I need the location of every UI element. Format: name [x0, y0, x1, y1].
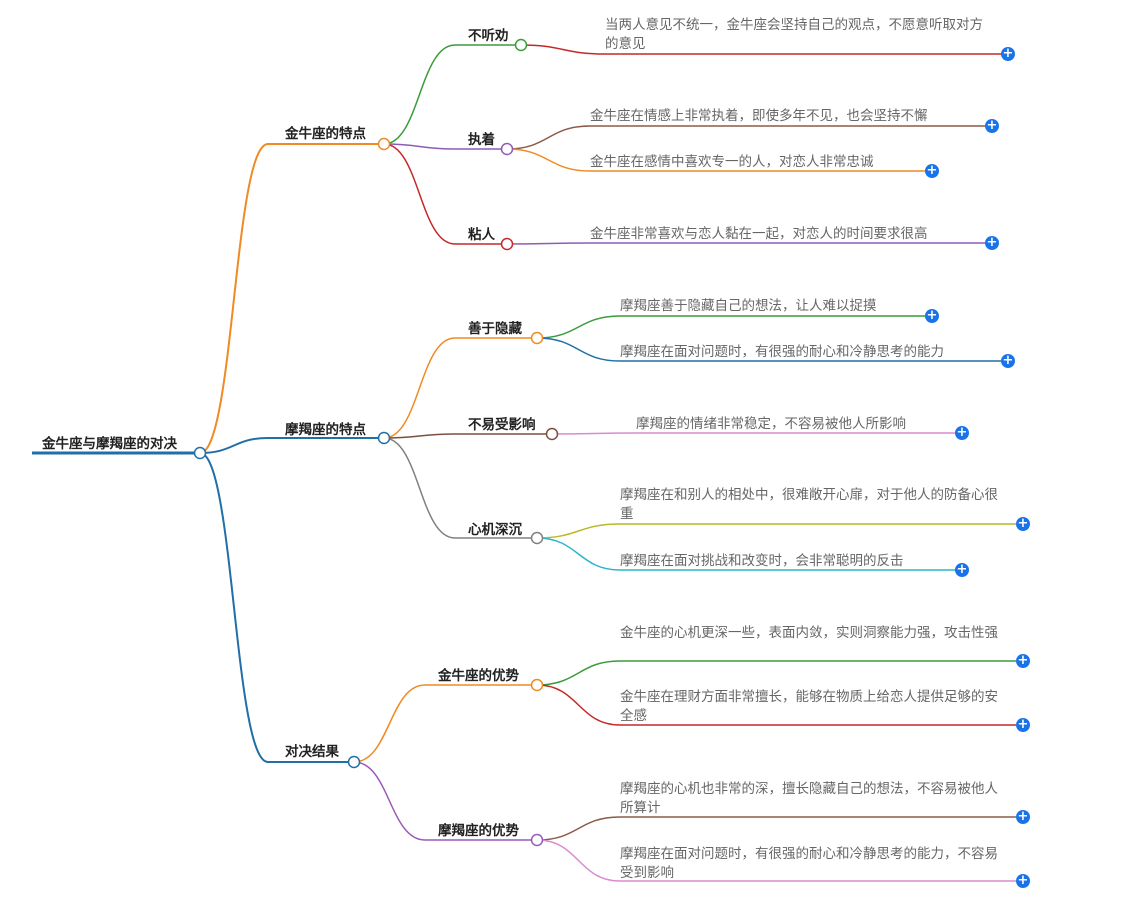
node-label[interactable]: 不易受影响 — [468, 417, 536, 433]
node-label[interactable]: 不听劝 — [468, 28, 509, 44]
connector-line — [551, 432, 637, 435]
node-circle — [193, 446, 207, 460]
connector-line — [199, 437, 269, 454]
expand-plus-icon[interactable]: + — [955, 562, 969, 577]
node-circle — [530, 331, 544, 345]
node-label[interactable]: 心机深沉 — [468, 522, 522, 538]
leaf-text: 摩羯座在和别人的相处中，很难敞开心扉，对于他人的防备心很重 — [620, 487, 998, 522]
expand-plus-icon[interactable]: + — [1016, 717, 1030, 732]
leaf-text: 金牛座的心机更深一些，表面内敛，实则洞察能力强，攻击性强 — [620, 625, 998, 641]
expand-plus-icon[interactable]: + — [985, 235, 999, 250]
leaf-text: 金牛座非常喜欢与恋人黏在一起，对恋人的时间要求很高 — [590, 226, 928, 242]
node-circle — [514, 38, 528, 52]
connector-line — [199, 452, 269, 763]
connector-line — [536, 523, 621, 539]
node-circle — [545, 427, 559, 441]
leaf-text: 金牛座在感情中喜欢专一的人，对恋人非常忠诚 — [590, 154, 874, 170]
node-circle — [530, 678, 544, 692]
node-circle — [530, 833, 544, 847]
node-label[interactable]: 粘人 — [468, 227, 495, 243]
connector-line — [506, 125, 591, 150]
connector-line — [383, 337, 456, 439]
leaf-text: 摩羯座在面对问题时，有很强的耐心和冷静思考的能力，不容易受到影响 — [620, 846, 998, 881]
connector-line — [536, 537, 621, 571]
connector-line — [199, 143, 269, 454]
node-circle — [500, 237, 514, 251]
branch-label-capricorn-traits[interactable]: 摩羯座的特点 — [285, 422, 366, 438]
leaf-text: 摩羯座的心机也非常的深，擅长隐藏自己的想法，不容易被他人所算计 — [620, 781, 998, 816]
connector-line — [353, 684, 426, 763]
leaf-text: 摩羯座善于隐藏自己的想法，让人难以捉摸 — [620, 298, 877, 314]
expand-plus-icon[interactable]: + — [1016, 873, 1030, 888]
leaf-text: 当两人意见不统一，金牛座会坚持自己的观点，不愿意听取对方的意见 — [605, 17, 983, 52]
connector-line — [506, 242, 591, 245]
connector-line — [383, 44, 456, 145]
connector-line — [383, 143, 456, 245]
connector-line — [520, 44, 606, 55]
connector-line — [536, 315, 621, 339]
expand-plus-icon[interactable]: + — [955, 425, 969, 440]
expand-plus-icon[interactable]: + — [1016, 516, 1030, 531]
node-circle — [377, 431, 391, 445]
connector-line — [383, 437, 456, 539]
leaf-text: 金牛座在情感上非常执着，即使多年不见，也会坚持不懈 — [590, 108, 928, 124]
leaf-text: 摩羯座在面对问题时，有很强的耐心和冷静思考的能力 — [620, 344, 944, 360]
expand-plus-icon[interactable]: + — [1016, 653, 1030, 668]
expand-plus-icon[interactable]: + — [925, 308, 939, 323]
connector-line — [383, 143, 456, 150]
leaf-text: 摩羯座在面对挑战和改变时，会非常聪明的反击 — [620, 553, 904, 569]
node-label[interactable]: 执着 — [468, 132, 495, 148]
node-label[interactable]: 摩羯座的优势 — [438, 823, 519, 839]
expand-plus-icon[interactable]: + — [985, 118, 999, 133]
connector-line — [536, 660, 621, 686]
branch-label-taurus-traits[interactable]: 金牛座的特点 — [285, 126, 366, 142]
expand-plus-icon[interactable]: + — [1001, 46, 1015, 61]
connector-line — [536, 839, 621, 882]
connector-line — [353, 761, 426, 841]
expand-plus-icon[interactable]: + — [1001, 353, 1015, 368]
connector-line — [383, 433, 456, 439]
node-circle — [530, 531, 544, 545]
node-circle — [500, 142, 514, 156]
root-label[interactable]: 金牛座与摩羯座的对决 — [42, 436, 177, 452]
leaf-text: 金牛座在理财方面非常擅长，能够在物质上给恋人提供足够的安全感 — [620, 689, 998, 724]
branch-label-result[interactable]: 对决结果 — [285, 744, 339, 760]
node-label[interactable]: 善于隐藏 — [468, 321, 522, 337]
node-circle — [347, 755, 361, 769]
connector-line — [536, 816, 621, 841]
expand-plus-icon[interactable]: + — [1016, 809, 1030, 824]
leaf-text: 摩羯座的情绪非常稳定，不容易被他人所影响 — [636, 416, 906, 432]
connector-line — [536, 337, 621, 362]
connector-line — [536, 684, 621, 726]
expand-plus-icon[interactable]: + — [925, 163, 939, 178]
connector-line — [506, 148, 591, 172]
node-circle — [377, 137, 391, 151]
node-label[interactable]: 金牛座的优势 — [438, 668, 519, 684]
